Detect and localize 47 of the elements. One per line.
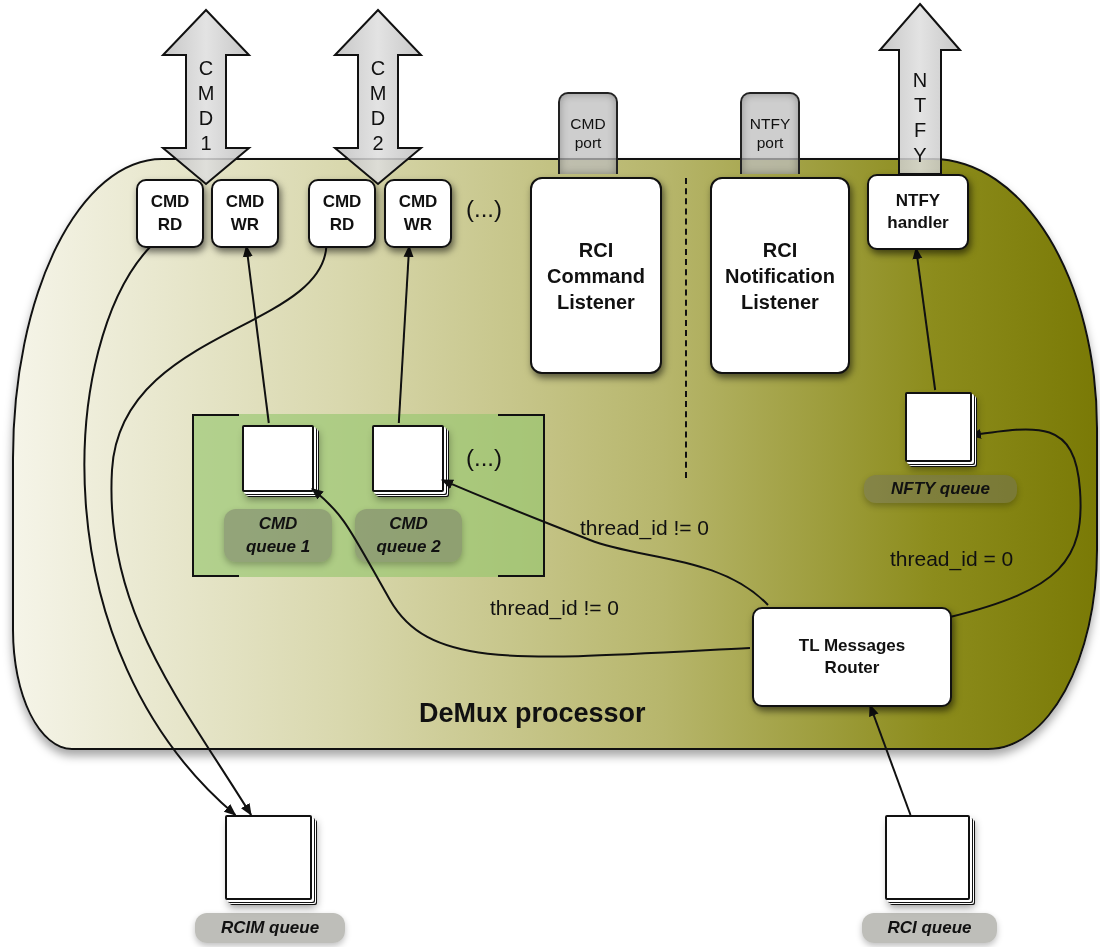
process-box: [211, 179, 279, 248]
process-box: [384, 179, 452, 248]
arrow: [869, 704, 912, 816]
queue-label: RCI queue: [862, 913, 997, 943]
box-label: RCI Notification Listener: [724, 237, 836, 315]
box-label: NTFY handler: [886, 189, 950, 234]
container-title: DeMux processor: [419, 698, 646, 729]
arrow: [311, 487, 751, 658]
process-box: [867, 174, 969, 250]
arrow: [242, 245, 270, 424]
port-label: CMD port: [569, 114, 607, 154]
arrow: [110, 245, 328, 816]
process-box: [136, 179, 204, 248]
block-arrow: [160, 8, 252, 186]
arrow: [949, 428, 1082, 618]
port-tab: [740, 92, 800, 174]
arrow-label: CMD1: [196, 56, 216, 156]
process-box: [752, 607, 952, 707]
arrow: [441, 478, 769, 606]
edge-label: thread_id = 0: [890, 547, 1014, 571]
queue-label: CMD queue 1: [224, 509, 332, 562]
box-label: CMD RD: [321, 191, 363, 236]
port-label: NTFY port: [748, 114, 792, 154]
arrow-label: CMD2: [368, 56, 388, 156]
queue-label: RCIM queue: [195, 913, 345, 943]
box-label: CMD WR: [397, 191, 439, 236]
process-box: [308, 179, 376, 248]
block-arrow: [878, 2, 962, 174]
ellipsis-label: (...): [466, 195, 502, 223]
queue-label: CMD queue 2: [355, 509, 462, 562]
ellipsis-label: (...): [466, 444, 502, 472]
edge-label: thread_id != 0: [580, 516, 709, 540]
port-tab: [558, 92, 618, 174]
arrow: [83, 245, 237, 816]
queue-group-panel: [192, 414, 545, 577]
arrow-label: NTFY: [911, 68, 929, 168]
process-box: [530, 177, 662, 374]
box-label: CMD WR: [224, 191, 266, 236]
arrow: [912, 247, 937, 391]
arrow: [397, 245, 414, 424]
box-label: CMD RD: [149, 191, 191, 236]
queue-label: NFTY queue: [864, 475, 1017, 503]
box-label: RCI Command Listener: [546, 237, 646, 315]
process-box: [710, 177, 850, 374]
box-label: TL Messages Router: [797, 634, 907, 679]
edge-label: thread_id != 0: [490, 596, 619, 620]
block-arrow: [332, 8, 424, 186]
